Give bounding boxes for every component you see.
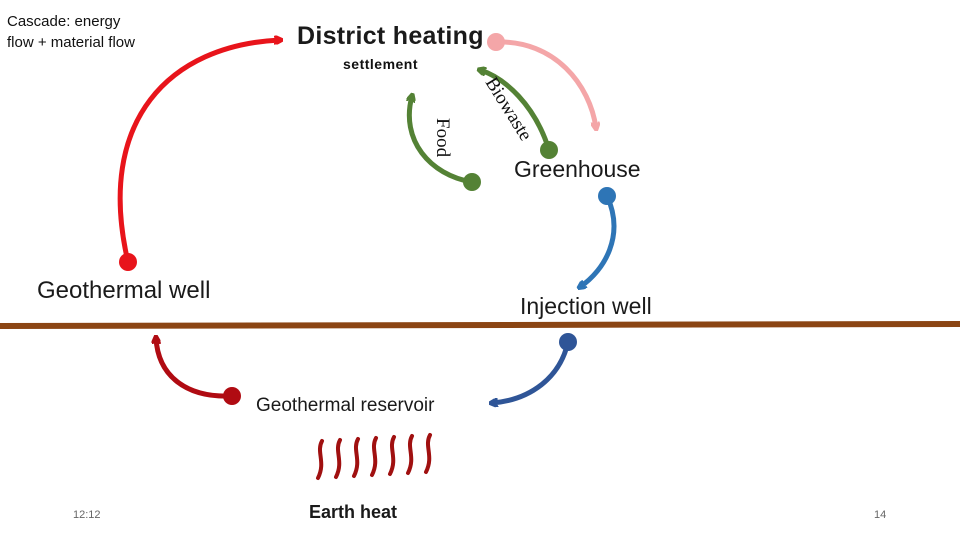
ground-line [0, 321, 960, 329]
geothermal-well-dot [119, 253, 137, 271]
arrow-reservoir-to-well [156, 338, 233, 399]
injection-well-label: Injection well [520, 293, 652, 319]
arrow-district-heating-to-greenhouse [495, 39, 596, 128]
cascade-title: Cascade: energy flow + material flow [7, 13, 135, 51]
arrow-biowaste [480, 70, 552, 151]
page-number: 14 [874, 509, 887, 521]
biowaste-dot [540, 141, 558, 159]
geothermal-well-label: Geothermal well [37, 277, 211, 304]
arrow-greenhouse-to-injection [580, 194, 617, 287]
earth-heat-waves [316, 433, 432, 480]
greenhouse-dot [598, 187, 616, 205]
food-label: Food [432, 118, 453, 158]
district-heating-dot [487, 33, 505, 51]
district-heating-label: District heating [297, 22, 484, 50]
footer-date: 12:12 [73, 509, 101, 521]
arrow-injection-to-reservoir [492, 341, 571, 403]
settlement-label: settlement [343, 56, 419, 72]
geothermal-reservoir-label: Geothermal reservoir [256, 395, 435, 416]
arrow-well-to-district-heating [117, 40, 280, 263]
greenhouse-label: Greenhouse [514, 156, 641, 182]
injection-well-dot [559, 333, 577, 351]
arrow-food [409, 96, 473, 185]
food-dot [463, 173, 481, 191]
earth-heat-label: Earth heat [309, 502, 398, 522]
reservoir-dot [223, 387, 241, 405]
